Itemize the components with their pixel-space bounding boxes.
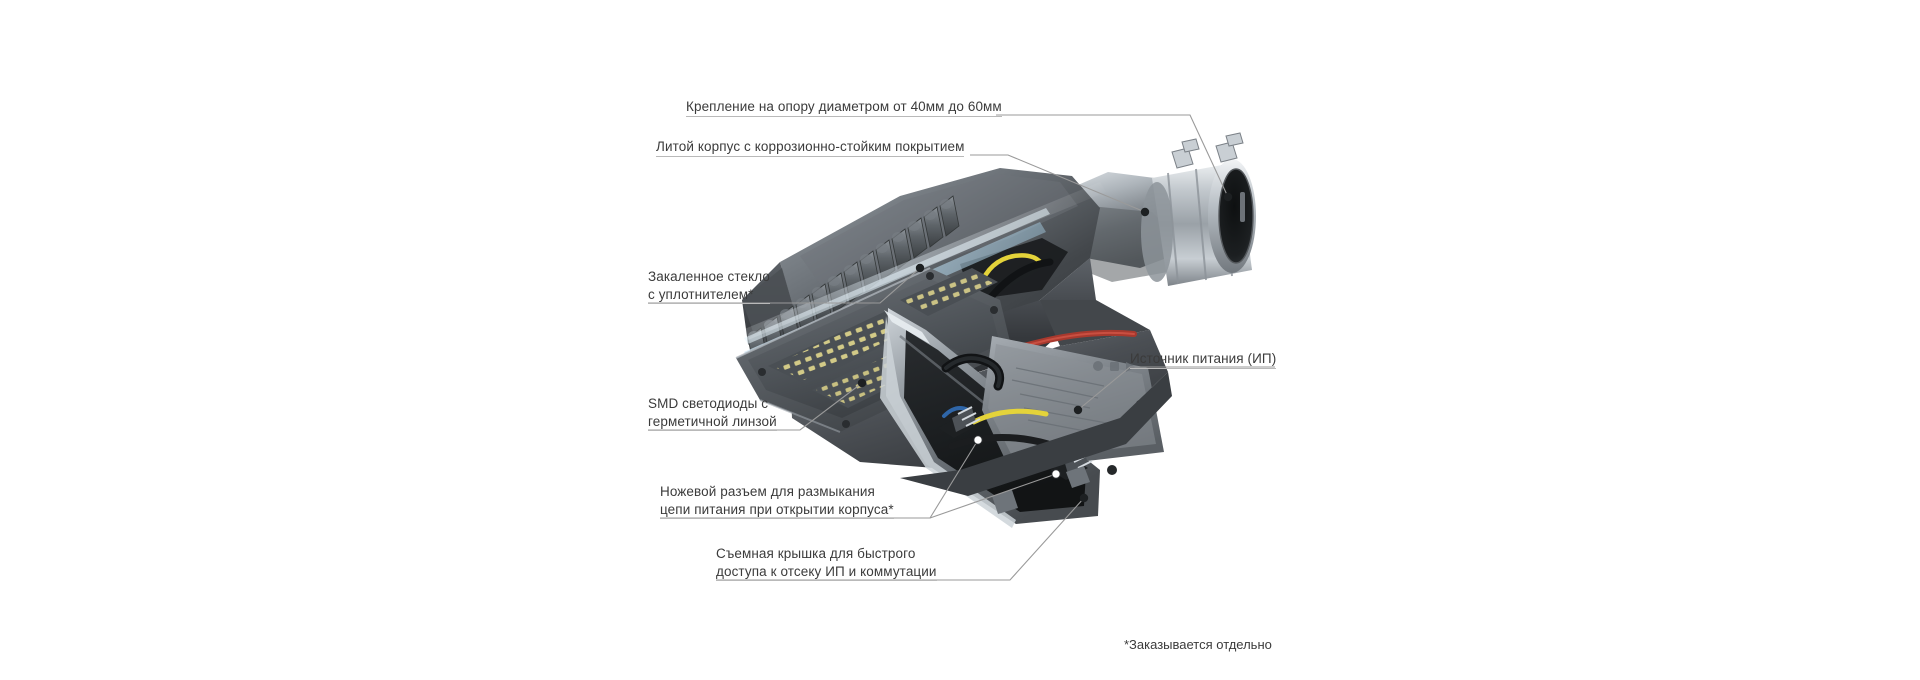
callout-tempered-glass-line-0: Закаленное стекло [648, 269, 771, 284]
leader-housing [970, 154, 1146, 213]
callout-cast-housing-line-0: Литой корпус с коррозионно-стойким покры… [656, 139, 965, 154]
callout-power-supply-line-0: Источник питания (ИП) [1130, 351, 1277, 366]
callout-dot-driver [1073, 405, 1083, 415]
callout-dot-connector-a [973, 435, 983, 445]
callout-dot-glass [915, 263, 925, 273]
callout-dot-connector-b [1051, 469, 1061, 479]
callout-tempered-glass: Закаленное стекло с уплотнителем* [648, 268, 771, 304]
callout-smd-leds: SMD светодиоды с герметичной линзой [648, 395, 777, 431]
callout-smd-leds-line-1: герметичной линзой [648, 413, 777, 429]
callout-mounting-bracket-line-0: Крепление на опору диаметром от 40мм до … [686, 99, 1002, 114]
callout-removable-cover-line-0: Съемная крышка для быстрого [716, 546, 916, 561]
callout-removable-cover-line-1: доступа к отсеку ИП и коммутации [716, 563, 937, 579]
footnote-ordered-separately: *Заказывается отдельно [1124, 637, 1272, 652]
callout-dot-mounting [1223, 192, 1233, 202]
callout-knife-connector-line-1: цепи питания при открытии корпуса* [660, 501, 894, 517]
leader-mounting [996, 114, 1229, 198]
callout-mounting-bracket: Крепление на опору диаметром от 40мм до … [686, 98, 1002, 117]
callout-removable-cover: Съемная крышка для быстрого доступа к от… [716, 545, 937, 581]
callout-dot-cover [1079, 493, 1089, 503]
callout-dot-leds [857, 378, 867, 388]
leader-connector-b [929, 473, 1057, 519]
callout-power-supply: Источник питания (ИП) [1130, 350, 1277, 369]
callout-smd-leds-line-0: SMD светодиоды с [648, 396, 769, 411]
callout-tempered-glass-line-1: с уплотнителем* [648, 286, 754, 302]
callout-dot-housing [1140, 207, 1150, 217]
callout-cast-housing: Литой корпус с коррозионно-стойким покры… [656, 138, 965, 157]
callout-knife-connector-line-0: Ножевой разъем для размыкания [660, 484, 875, 499]
leader-driver [1077, 366, 1275, 411]
callout-dots [857, 192, 1233, 503]
callout-knife-connector: Ножевой разъем для размыкания цепи питан… [660, 483, 894, 519]
